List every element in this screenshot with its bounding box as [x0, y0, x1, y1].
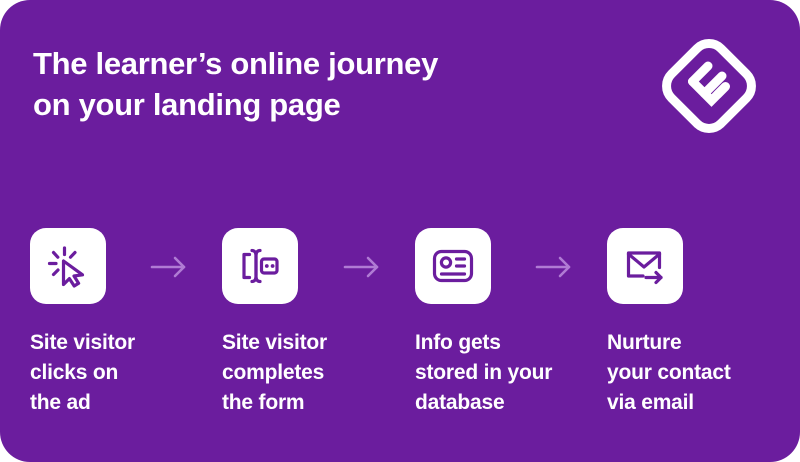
step-4-icon-tile: [607, 228, 683, 304]
arrow-step-1-to-2: [148, 252, 192, 282]
learnworlds-logo: [656, 33, 762, 139]
step-3-label: Info gets stored in your database: [415, 331, 553, 414]
step-2-icon-tile: [222, 228, 298, 304]
page-title: The learner’s online journey on your lan…: [33, 46, 439, 122]
step-1-icon-tile: [30, 228, 106, 304]
flow-steps: Site visitor clicks on the ad: [30, 228, 770, 428]
step-2-label: Site visitor completes the form: [222, 331, 327, 414]
step-3: Info gets stored in your database: [415, 228, 583, 417]
click-cursor-icon: [45, 243, 91, 289]
step-4-label: Nurture your contact via email: [607, 331, 731, 414]
contact-card-icon: [430, 243, 476, 289]
form-fill-icon: [237, 243, 283, 289]
arrow-step-3-to-4: [533, 252, 577, 282]
step-3-icon-tile: [415, 228, 491, 304]
arrow-step-2-to-3: [341, 252, 385, 282]
step-1: Site visitor clicks on the ad: [30, 228, 198, 417]
email-send-icon: [622, 243, 668, 289]
step-2: Site visitor completes the form: [222, 228, 390, 417]
step-4: Nurture your contact via email: [607, 228, 775, 417]
step-1-label: Site visitor clicks on the ad: [30, 331, 135, 414]
